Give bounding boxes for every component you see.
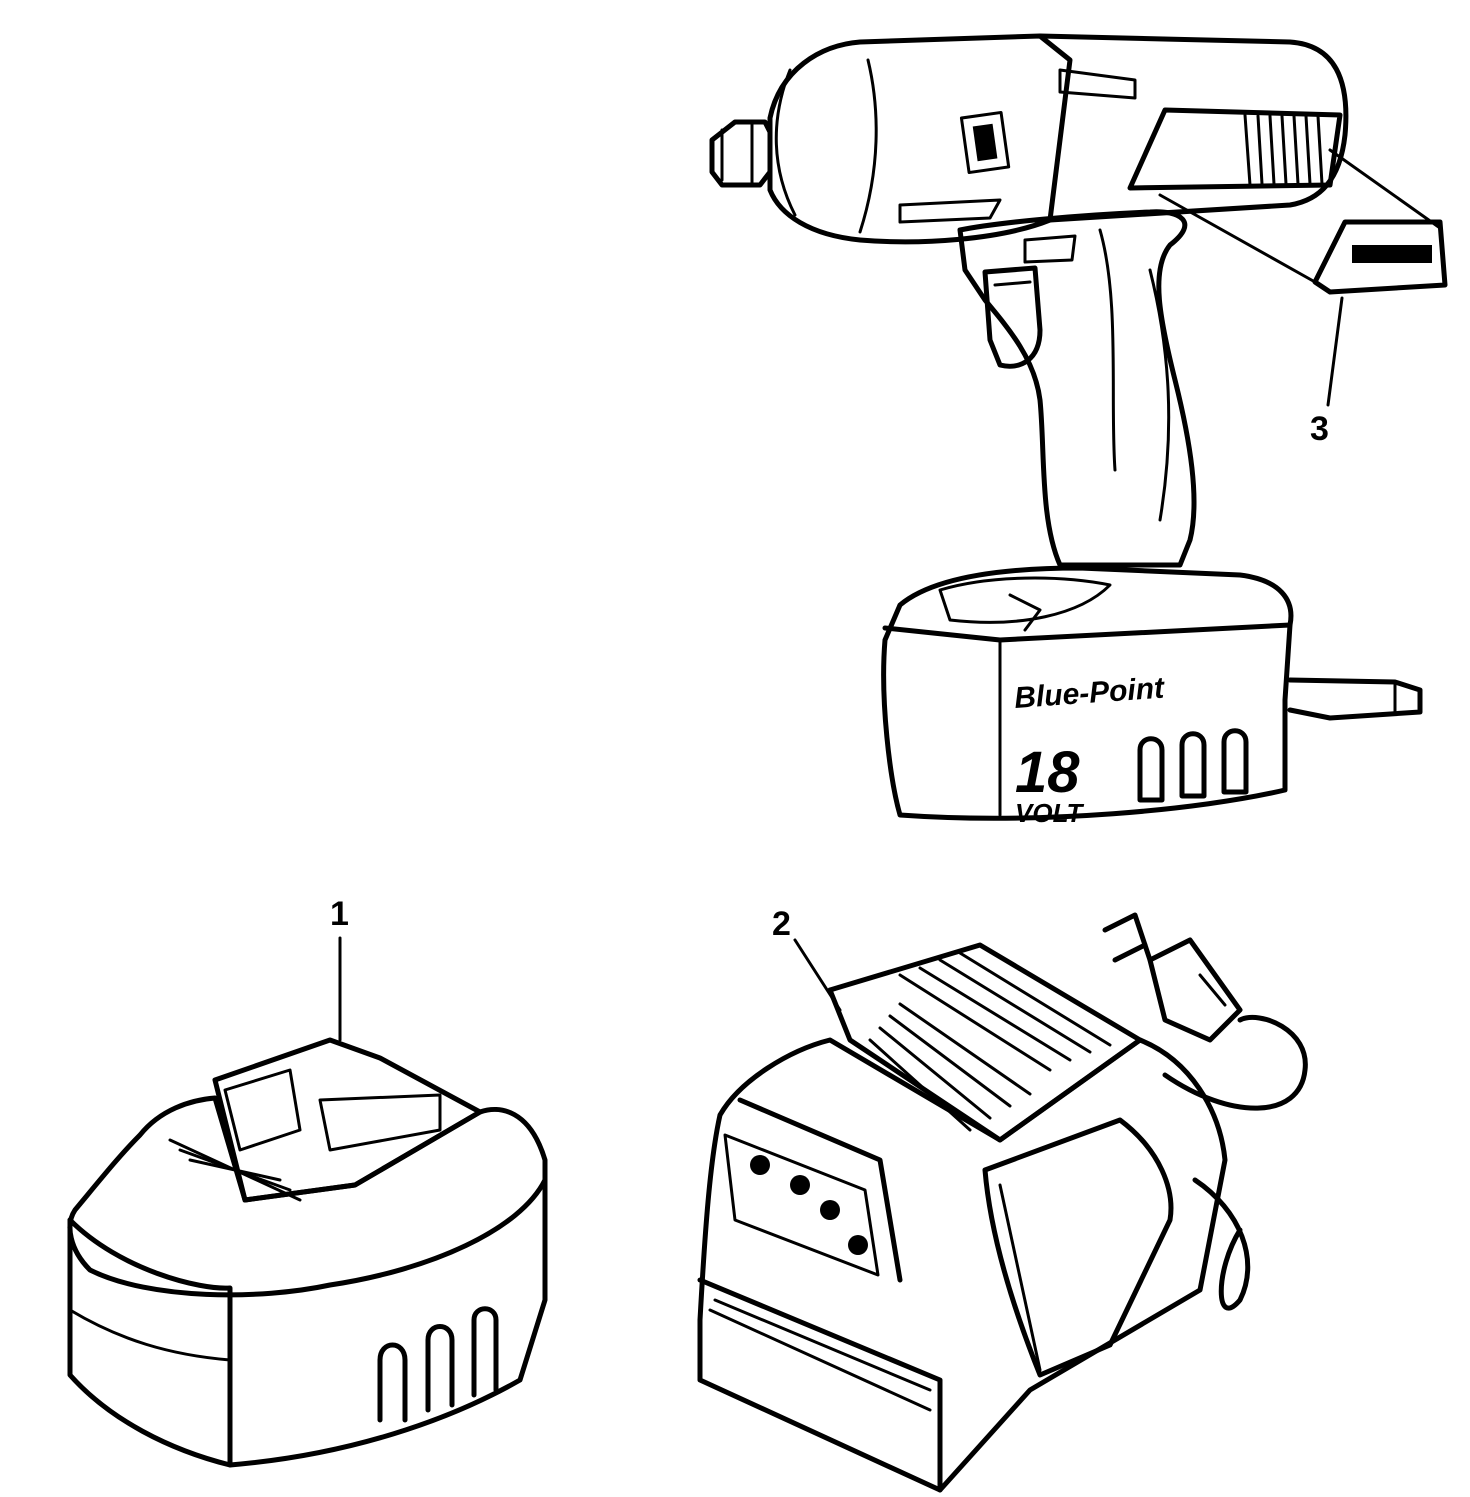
impact-wrench-illustration: Blue-Point 18 VOLT 3	[709, 33, 1448, 828]
charger-indicator-panel	[723, 1133, 880, 1277]
charger-vent-slots	[868, 951, 1112, 1132]
brand-logo-script: Blue-Point	[1013, 671, 1167, 715]
belt-clip-part	[1158, 148, 1448, 295]
battery-charger-illustration: 2	[697, 905, 1308, 1493]
callout-3-label: 3	[1310, 410, 1329, 448]
callout-3-leader	[1326, 296, 1344, 407]
motor-housing	[898, 33, 1349, 224]
voltage-unit: VOLT	[1015, 798, 1085, 828]
tool-battery-pack: Blue-Point 18 VOLT	[881, 565, 1423, 828]
anvil-square-drive	[709, 119, 773, 188]
hammer-case	[767, 33, 1073, 245]
power-cord-and-plug	[1102, 912, 1308, 1311]
callout-2-label: 2	[772, 905, 791, 943]
trigger	[982, 265, 1043, 369]
voltage-number: 18	[1015, 740, 1080, 805]
callout-1-label: 1	[330, 895, 349, 933]
battery-pack-illustration: 1	[67, 895, 548, 1468]
pistol-grip	[957, 209, 1197, 568]
